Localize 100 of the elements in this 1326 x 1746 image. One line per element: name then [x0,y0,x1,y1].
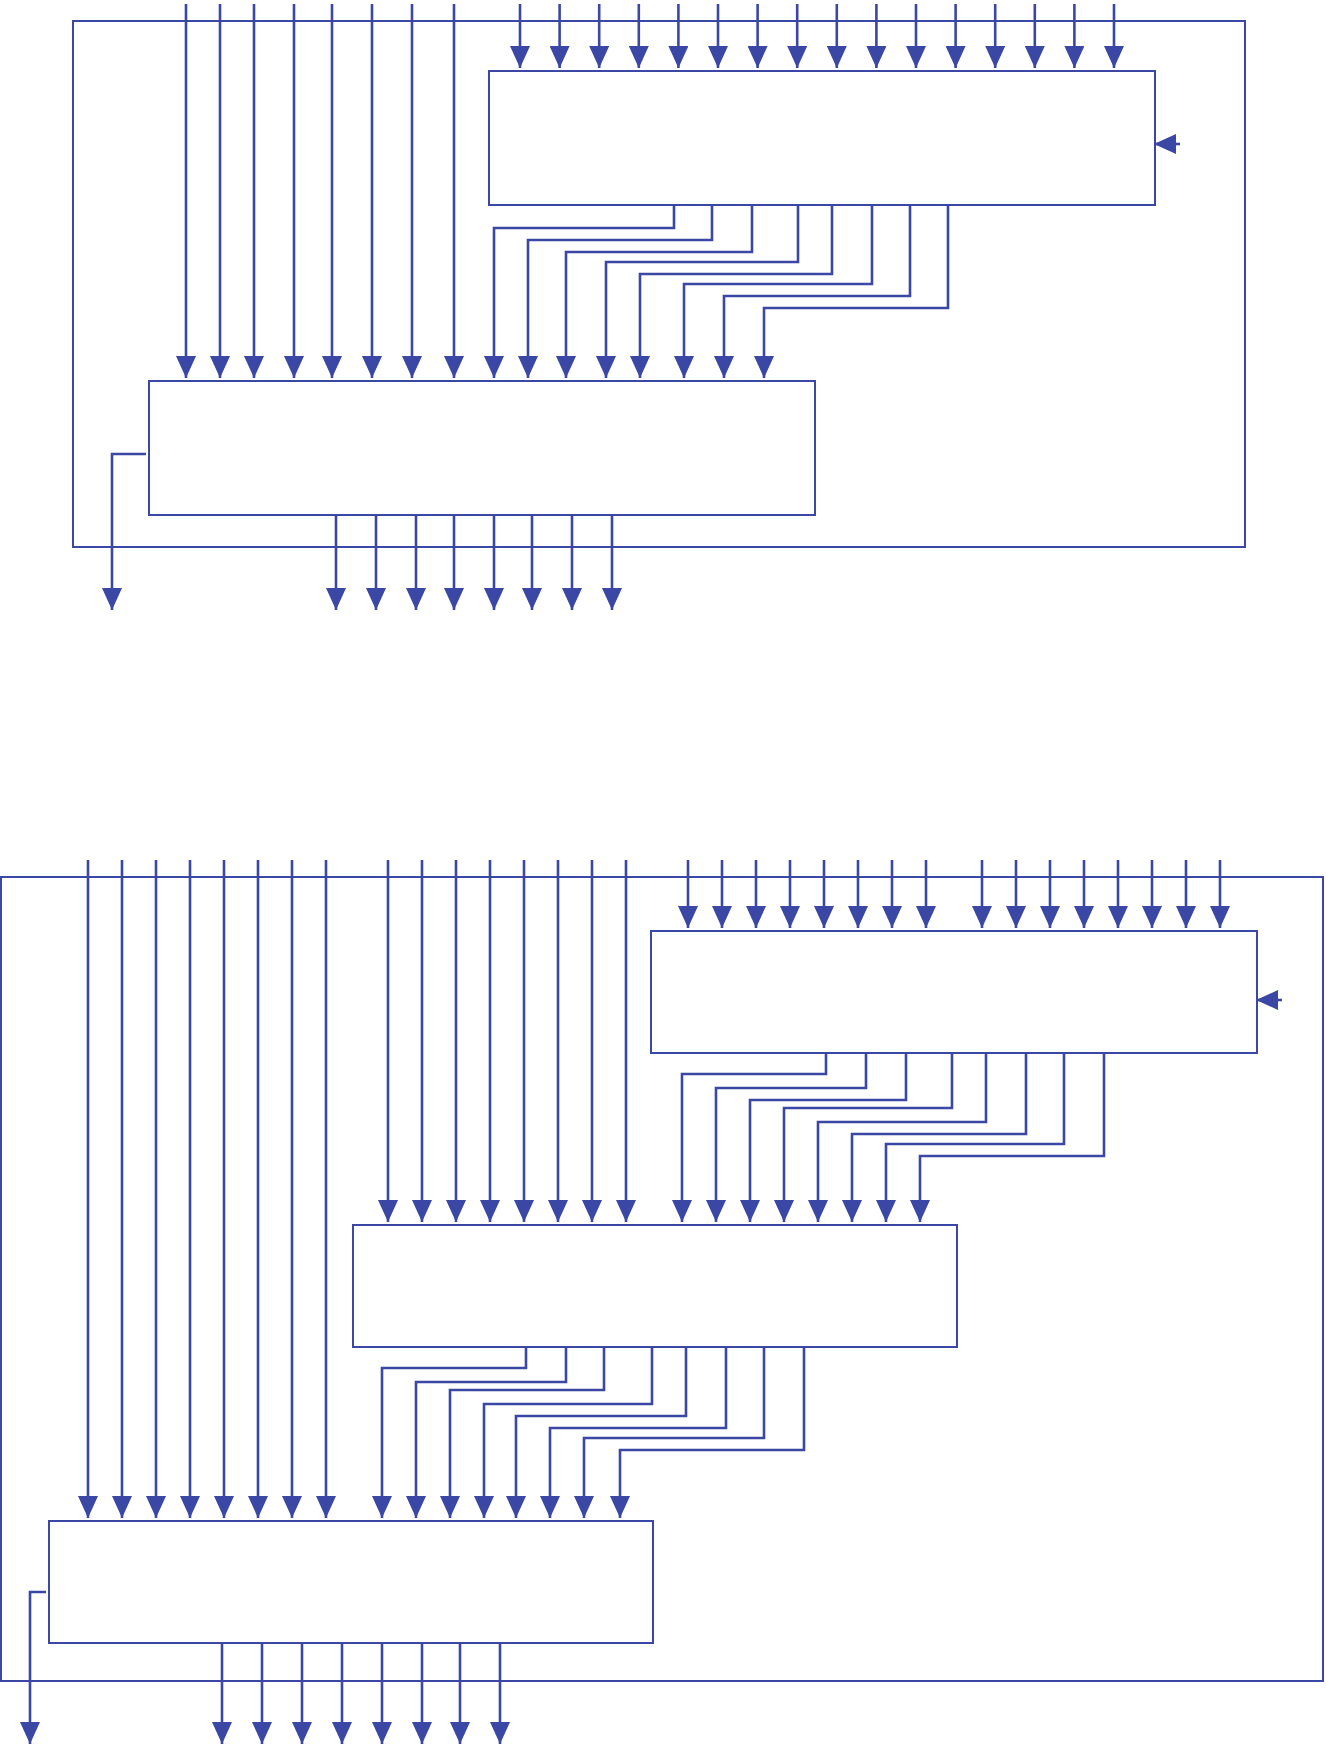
arrow [102,452,146,610]
arrow [1210,860,1230,928]
arrow [444,514,464,610]
arrow [1108,860,1128,928]
arrow [602,514,622,610]
arrow [906,4,926,68]
arrow [362,4,382,378]
arrow [402,4,422,378]
arrow [322,4,342,378]
arrow [210,4,230,378]
arrow [945,4,966,68]
arrow [412,860,432,1222]
arrow [672,1052,828,1222]
arrow [366,514,386,610]
arrow [842,1052,1028,1222]
arrow [378,860,398,1222]
arrow [522,514,542,610]
arrow [708,4,728,68]
arrow [326,514,346,610]
arrow [450,1642,470,1744]
arrow [180,860,200,1518]
block-box [148,380,816,516]
arrow [774,1052,954,1222]
arrow [506,1346,688,1518]
arrow [176,4,196,378]
arrow [549,4,570,68]
arrow [630,204,834,378]
arrow [332,1642,352,1744]
arrow [440,1346,606,1518]
arrow [787,4,808,68]
block-box [352,1224,958,1348]
arrow [848,860,868,928]
arrow [674,204,874,378]
arrow [589,4,610,68]
arrow [292,1642,312,1744]
arrow [548,860,568,1222]
arrow [882,860,902,928]
arrow [582,860,602,1222]
arrow [876,1052,1066,1222]
arrow [484,204,676,378]
arrow [484,514,504,610]
arrow [406,514,426,610]
arrow [628,4,649,68]
arrow [1154,134,1180,154]
arrow [480,860,500,1222]
arrow [714,204,912,378]
arrow [1142,860,1162,928]
arrow [1104,4,1124,68]
arrow [972,860,992,928]
arrow [1256,990,1282,1010]
block-box [48,1520,654,1644]
arrow [616,860,636,1222]
arrow [712,860,732,928]
arrow [1006,860,1026,928]
block-box [488,70,1156,206]
arrow [747,4,768,68]
arrow [1040,860,1060,928]
arrow [284,4,304,378]
arrow [678,860,698,928]
arrow [406,1346,568,1518]
arrow [212,1642,232,1744]
arrow [1024,4,1045,68]
arrow [518,204,714,378]
frame-box [0,876,1324,1682]
arrow [510,4,530,68]
arrow [446,860,466,1222]
arrow [910,1052,1106,1222]
arrow [412,1642,432,1744]
arrow [866,4,887,68]
arrow [244,4,264,378]
arrow [372,1346,528,1518]
arrow [985,4,1006,68]
arrow [1074,860,1094,928]
arrow [372,1642,392,1744]
arrow [740,1052,908,1222]
arrow [668,4,689,68]
arrow [556,204,754,378]
arrow [814,860,834,928]
arrow [562,514,582,610]
arrow [916,860,936,928]
arrow [706,1052,868,1222]
arrow [610,1346,806,1518]
arrow [78,860,98,1518]
arrow [754,204,950,378]
arrow [746,860,766,928]
arrow [112,860,132,1518]
arrow [248,860,268,1518]
arrow [574,1346,766,1518]
arrow [826,4,847,68]
arrow [316,860,336,1518]
arrow [252,1642,272,1744]
block-box [650,930,1258,1054]
arrow [490,1642,510,1744]
arrow [596,204,800,378]
arrow [474,1346,654,1518]
arrow [444,4,464,378]
arrow [540,1346,728,1518]
frame-box [72,20,1246,548]
arrow [780,860,800,928]
arrow [20,1590,46,1744]
